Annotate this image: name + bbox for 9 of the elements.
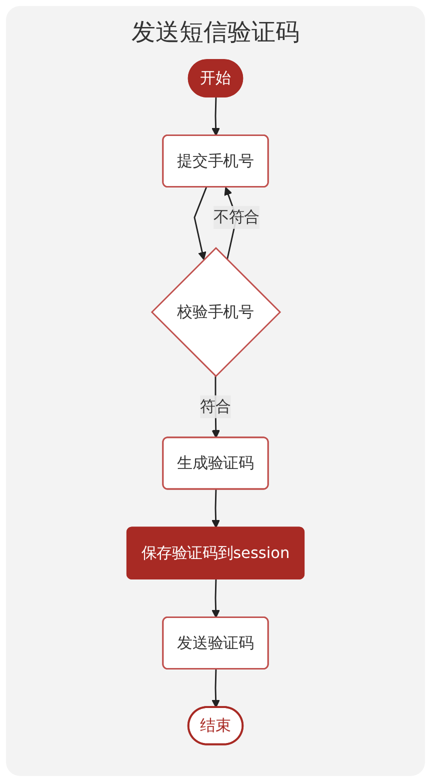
node-diamond: 校验手机号 [150, 247, 282, 378]
arrow [212, 579, 220, 618]
arrow [194, 187, 208, 260]
arrow [212, 489, 220, 528]
title: 发送短信验证码 [132, 17, 300, 48]
arrow [212, 669, 220, 708]
edge-label: 不符合 [214, 208, 260, 226]
arrow [212, 97, 220, 136]
edge-label: 符合 [200, 397, 231, 416]
